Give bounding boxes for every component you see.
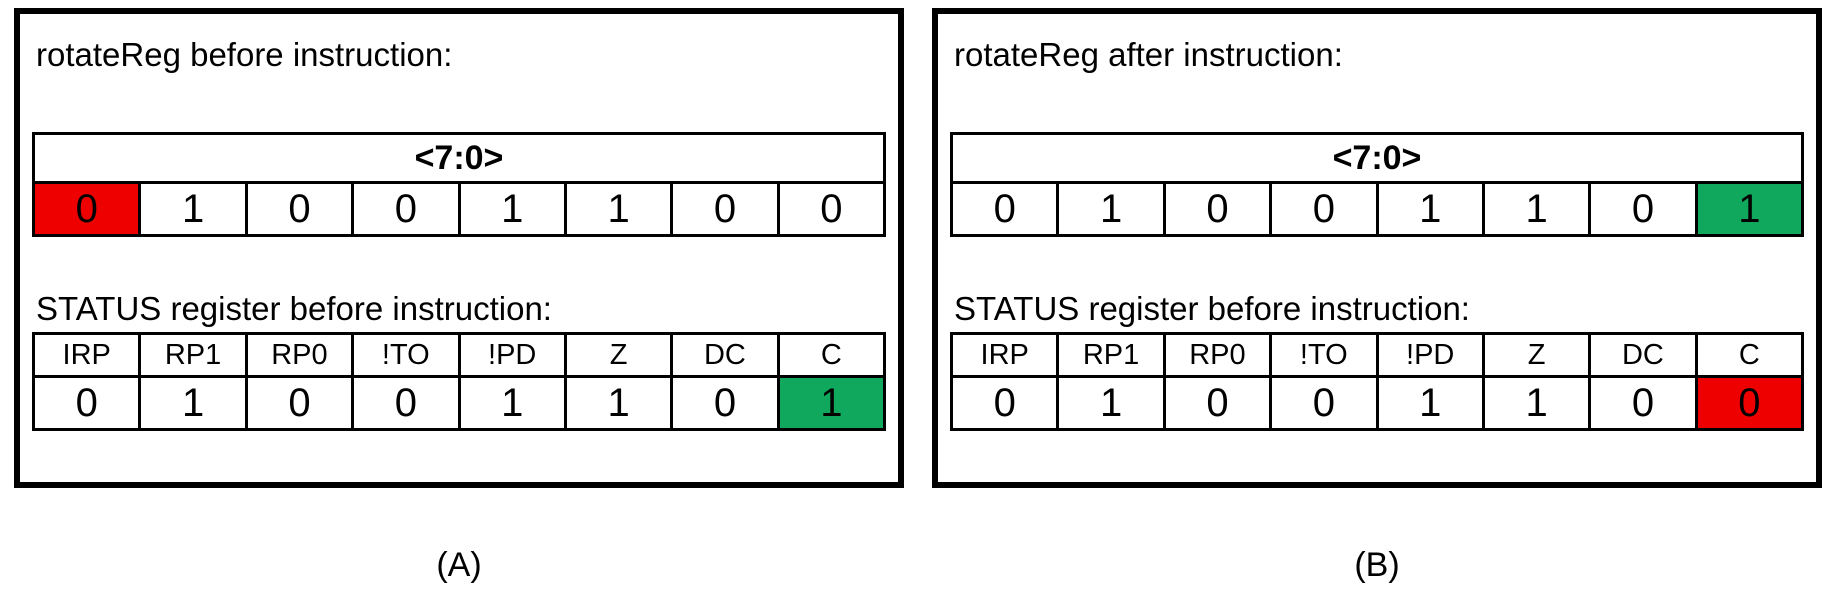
- status-header-cell: DC: [1591, 335, 1698, 375]
- bit-cell: 1: [1059, 184, 1166, 234]
- register-table-header: <7:0>: [953, 135, 1801, 184]
- status-value-cell: 0: [1166, 378, 1273, 428]
- status-value-cell: 0: [35, 378, 142, 428]
- status-header-cell: RP0: [1166, 335, 1273, 375]
- bit-cell: 0: [1272, 184, 1379, 234]
- status-value-cell: 0: [953, 378, 1060, 428]
- status-value-cell: 1: [141, 378, 248, 428]
- status-header-cell: !PD: [1379, 335, 1485, 375]
- bit-cell: 1: [461, 184, 567, 234]
- status-value-cell: 1: [779, 378, 883, 428]
- status-value-cell: 1: [1059, 378, 1166, 428]
- bit-cell: 1: [141, 184, 248, 234]
- panel-title: rotateReg before instruction:: [36, 36, 453, 73]
- bit-cell: 1: [567, 184, 674, 234]
- status-value-cell: 1: [461, 378, 567, 428]
- bit-cell: 1: [1485, 184, 1592, 234]
- figure-caption-a: (A): [436, 546, 482, 584]
- status-value-cell: 0: [354, 378, 461, 428]
- bit-cell: 0: [820, 187, 843, 231]
- status-header-cell: Z: [1485, 335, 1592, 375]
- status-header-cell: C: [820, 339, 842, 371]
- bit-cell: 0: [248, 184, 355, 234]
- status-value-cell: 0: [1697, 378, 1801, 428]
- status-header-cell: !TO: [1272, 335, 1379, 375]
- status-header-cell: RP1: [141, 335, 248, 375]
- status-header-cell: !PD: [461, 335, 567, 375]
- figure-caption-b: (B): [1354, 546, 1400, 584]
- status-header-cell: DC: [673, 335, 780, 375]
- bit-cell: 0: [35, 184, 142, 234]
- panel-title: rotateReg after instruction:: [954, 36, 1343, 73]
- status-header-cell: !TO: [354, 335, 461, 375]
- status-header-cell: IRP: [35, 335, 142, 375]
- status-header-cell: C: [1738, 339, 1760, 371]
- status-header-cell: RP1: [1059, 335, 1166, 375]
- bit-cell: 0: [354, 184, 461, 234]
- status-value-cell: 0: [1591, 378, 1698, 428]
- status-label: STATUS register before instruction:: [954, 290, 1470, 327]
- status-value-cell: 0: [673, 378, 780, 428]
- status-value-cell: 1: [1379, 378, 1485, 428]
- status-value-cell: 1: [1485, 378, 1592, 428]
- bit-cell: 0: [1166, 184, 1273, 234]
- bit-cell: 1: [1379, 184, 1485, 234]
- register-table-header: <7:0>: [35, 135, 883, 184]
- bit-cell: 0: [953, 184, 1060, 234]
- bit-cell: 0: [673, 184, 780, 234]
- status-header-cell: Z: [567, 335, 674, 375]
- status-value-cell: 1: [567, 378, 674, 428]
- status-label: STATUS register before instruction:: [36, 290, 552, 327]
- status-value-cell: 0: [248, 378, 355, 428]
- bit-cell: 1: [1697, 184, 1801, 234]
- status-header-cell: RP0: [248, 335, 355, 375]
- bit-cell: 0: [1591, 184, 1698, 234]
- status-value-cell: 0: [1272, 378, 1379, 428]
- status-header-cell: IRP: [953, 335, 1060, 375]
